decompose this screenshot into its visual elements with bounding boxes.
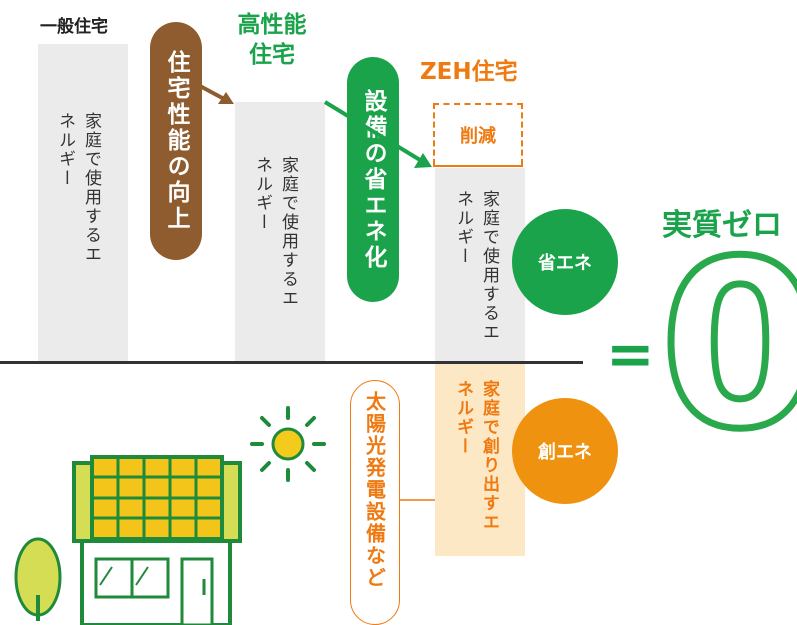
brown-arrow: [199, 84, 234, 104]
step-performance-pill: 住宅性能の向上: [150, 22, 202, 260]
solar-label: 太陽光発電設備など: [362, 391, 387, 589]
zeh-title: ZEH住宅: [420, 59, 518, 85]
tree-icon: [14, 537, 62, 621]
zeh-creation-text: 家庭で創り出すエネルギー: [453, 380, 499, 532]
baseline-divider: [0, 361, 583, 364]
solar-label-box: 太陽光発電設備など: [350, 380, 400, 625]
reduction-box: 削減: [433, 103, 523, 165]
zero-label: 実質ゼロ: [662, 208, 782, 243]
step-equipment-pill: 設備の省エネ化: [347, 57, 399, 302]
high-performance-bar-text: 家庭で使用するエネルギー: [252, 156, 298, 308]
general-title: 一般住宅: [40, 17, 108, 37]
equals-sign: =: [606, 320, 655, 388]
green-arrow: [323, 100, 432, 168]
high-performance-energy-bar: [235, 102, 325, 362]
general-bar-text: 家庭で使用するエネルギー: [55, 112, 101, 264]
save-energy-badge: 省エネ: [512, 209, 618, 315]
high-performance-title: 高性能 住宅: [222, 10, 322, 70]
create-energy-badge: 創エネ: [512, 398, 618, 504]
high-performance-title-line2: 住宅: [249, 42, 295, 68]
zeh-creation-bar: [435, 364, 525, 556]
solar-panel-icon: [90, 455, 224, 541]
zeh-energy-bar: [435, 168, 525, 362]
high-performance-title-line1: 高性能: [237, 12, 307, 38]
house-icon: [14, 455, 242, 625]
zero-numeral: 0: [657, 213, 797, 480]
zeh-bar-text: 家庭で使用するエネルギー: [453, 190, 499, 342]
sun-icon: [250, 406, 326, 482]
reduction-bottom-line: [433, 165, 523, 167]
general-energy-bar: [38, 44, 128, 362]
reduction-label: 削減: [460, 126, 496, 147]
